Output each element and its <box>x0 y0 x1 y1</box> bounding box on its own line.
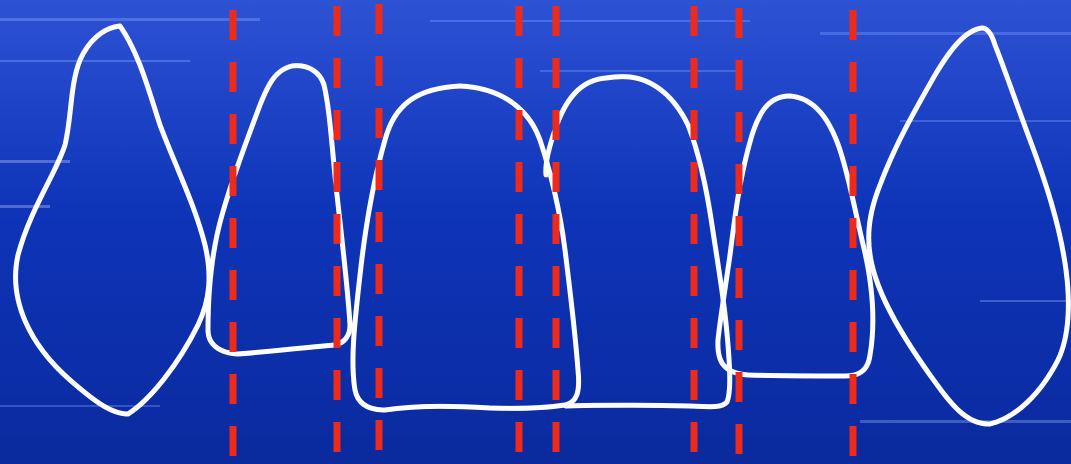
left-central-incisor-outline <box>350 83 582 413</box>
background-streaks <box>0 18 1071 423</box>
right-canine-outline <box>866 25 1071 427</box>
left-canine-outline <box>13 23 212 417</box>
